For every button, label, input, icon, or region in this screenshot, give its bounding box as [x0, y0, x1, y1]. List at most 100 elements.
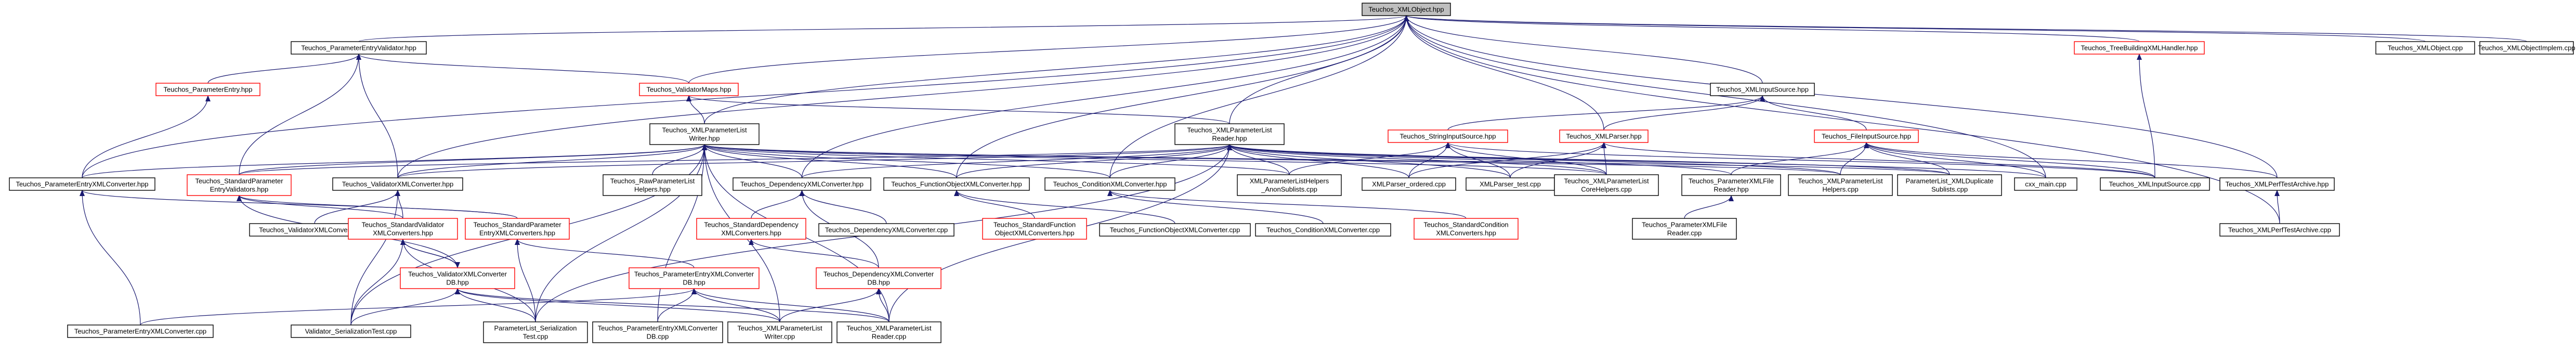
node-pexc[interactable]: Teuchos_ParameterEntryXMLConverter.hpp: [9, 177, 155, 191]
edge-plser-to-vxcdb: [455, 288, 536, 322]
node-box: [629, 267, 760, 289]
node-trb[interactable]: Teuchos_TreeBuildingXMLHandler.hpp: [2074, 41, 2205, 55]
node-label: Teuchos_ParameterEntryValidator.hpp: [301, 44, 416, 52]
node-valser[interactable]: Validator_SerializationTest.cpp: [291, 324, 411, 338]
node-xmlobjcpp[interactable]: Teuchos_XMLObject.cpp: [2375, 41, 2475, 55]
edge-plser-to-spexc: [515, 239, 536, 322]
node-xmlparser[interactable]: Teuchos_XMLParser.hpp: [1559, 129, 1649, 143]
node-cxx[interactable]: cxx_main.cpp: [2014, 177, 2077, 191]
edge-pxf-to-fis: [1731, 142, 1869, 175]
node-box: [883, 177, 1030, 191]
edge-pexcdb-to-spexc: [515, 239, 695, 268]
node-pexccpp[interactable]: Teuchos_ParameterEntryXMLConverter.cpp: [67, 324, 214, 338]
node-svxc[interactable]: Teuchos_StandardValidatorXMLConverters.h…: [348, 218, 458, 240]
node-xmlinput[interactable]: Teuchos_XMLInputSource.hpp: [1710, 83, 1815, 96]
edge-pldup-to-plw: [702, 144, 1950, 175]
node-label: Reader.hpp: [1714, 186, 1748, 193]
node-label: Teuchos_ParameterXMLFile: [1642, 221, 1727, 229]
node-scondxc[interactable]: Teuchos_StandardConditionXMLConverters.h…: [1414, 218, 1519, 240]
node-sdepxc[interactable]: Teuchos_StandardDependencyXMLConverters.…: [696, 218, 806, 240]
edge-trb-to-root: [1404, 15, 2140, 42]
node-depxc[interactable]: Teuchos_DependencyXMLConverter.hpp: [733, 177, 871, 191]
node-root[interactable]: Teuchos_XMLObject.hpp: [1362, 3, 1451, 16]
edge-vmaps-to-root: [688, 15, 1409, 84]
node-pladc[interactable]: XMLParameterListHelpers_AnonSublists.cpp: [1237, 174, 1342, 196]
node-box: [1466, 177, 1555, 191]
node-fobjxccpp[interactable]: Teuchos_FunctionObjectXMLConverter.cpp: [1099, 223, 1251, 237]
node-sis[interactable]: Teuchos_StringInputSource.hpp: [1388, 129, 1508, 143]
edge-depxcdb-to-sdepxc: [749, 239, 879, 268]
edge-pladc-to-plw: [702, 144, 1290, 175]
edge-pladc-to-sis: [1289, 142, 1450, 175]
node-label: Teuchos_XMLPerfTestArchive.cpp: [2228, 226, 2331, 234]
node-label: Teuchos_ConditionXMLConverter.cpp: [1266, 226, 1380, 234]
node-xpo[interactable]: XMLParser_ordered.cpp: [1362, 177, 1456, 191]
node-box: [2479, 41, 2574, 55]
edge-depxc-to-plr: [801, 144, 1232, 178]
edge-plch-to-plw: [702, 144, 1607, 175]
node-label: Teuchos_XMLParameterList: [846, 324, 932, 332]
node-box: [2074, 41, 2205, 55]
node-box: [1255, 223, 1391, 237]
node-plh[interactable]: Teuchos_XMLParameterListHelpers.cpp: [1788, 174, 1893, 196]
node-label: cxx_main.cpp: [2025, 180, 2066, 188]
node-box: [1554, 174, 1659, 196]
node-box: [483, 321, 588, 343]
edge-cxx-to-plr: [1227, 144, 2046, 178]
edge-plwcpp-to-pexcdb: [691, 288, 780, 322]
edge-depxc-to-plw: [702, 144, 803, 178]
node-pe[interactable]: Teuchos_ParameterEntry.hpp: [155, 83, 260, 96]
node-pev[interactable]: Teuchos_ParameterEntryValidator.hpp: [291, 41, 427, 55]
node-vxc[interactable]: Teuchos_ValidatorXMLConverter.hpp: [332, 177, 463, 191]
node-fobjxc[interactable]: Teuchos_FunctionObjectXMLConverter.hpp: [883, 177, 1030, 191]
node-label: Teuchos_StandardFunction: [993, 221, 1076, 229]
node-condxc[interactable]: Teuchos_ConditionXMLConverter.hpp: [1044, 177, 1175, 191]
node-xpt[interactable]: XMLParser_test.cpp: [1466, 177, 1555, 191]
node-box: [727, 321, 832, 343]
node-xmlinputcpp[interactable]: Teuchos_XMLInputSource.cpp: [2100, 177, 2210, 191]
edge-plr-to-root: [1229, 15, 1409, 124]
edge-xpt-to-xmlparser: [1510, 142, 1606, 178]
node-sfobjxc[interactable]: Teuchos_StandardFunctionObjectXMLConvert…: [982, 218, 1087, 240]
edge-pexc-to-pe: [82, 95, 211, 178]
node-box: [187, 174, 292, 196]
node-fis[interactable]: Teuchos_FileInputSource.hpp: [1814, 129, 1919, 143]
node-plser[interactable]: ParameterList_SerializationTest.cpp: [483, 321, 588, 343]
node-label: Teuchos_ParameterEntryXMLConverter.hpp: [16, 180, 148, 188]
node-spexc[interactable]: Teuchos_StandardParameterEntryXMLConvert…: [465, 218, 570, 240]
node-box: [696, 218, 806, 240]
edge-fobjxccpp-to-fobjxc: [954, 190, 1175, 224]
node-label: Teuchos_DependencyXMLConverter.cpp: [825, 226, 948, 234]
edge-plrcpp-to-vxcdb: [455, 288, 890, 322]
node-label: Sublists.cpp: [1931, 186, 1968, 193]
node-spev[interactable]: Teuchos_StandardParameterEntryValidators…: [187, 174, 292, 196]
node-label: Teuchos_DependencyXMLConverter: [823, 270, 934, 278]
node-perfcpp[interactable]: Teuchos_XMLPerfTestArchive.cpp: [2219, 223, 2340, 237]
node-box: [9, 177, 155, 191]
node-label: XMLParser_test.cpp: [1480, 180, 1541, 188]
node-vmaps[interactable]: Teuchos_ValidatorMaps.hpp: [639, 83, 739, 96]
node-box: [603, 174, 702, 196]
node-depxccpp[interactable]: Teuchos_DependencyXMLConverter.cpp: [818, 223, 954, 237]
node-condxccpp[interactable]: Teuchos_ConditionXMLConverter.cpp: [1255, 223, 1391, 237]
node-box: [733, 177, 871, 191]
node-perfhpp[interactable]: Teuchos_XMLPerfTestArchive.hpp: [2219, 177, 2335, 191]
edge-xmlinputcpp-to-sis: [1445, 142, 2155, 178]
node-label: EntryXMLConverters.hpp: [479, 229, 555, 237]
node-xmlobjimpl[interactable]: Teuchos_XMLObjectImplem.cpp: [2478, 41, 2575, 55]
node-label: Teuchos_XMLInputSource.hpp: [1716, 86, 1809, 94]
node-label: Teuchos_ValidatorXMLConverter.hpp: [342, 180, 453, 188]
